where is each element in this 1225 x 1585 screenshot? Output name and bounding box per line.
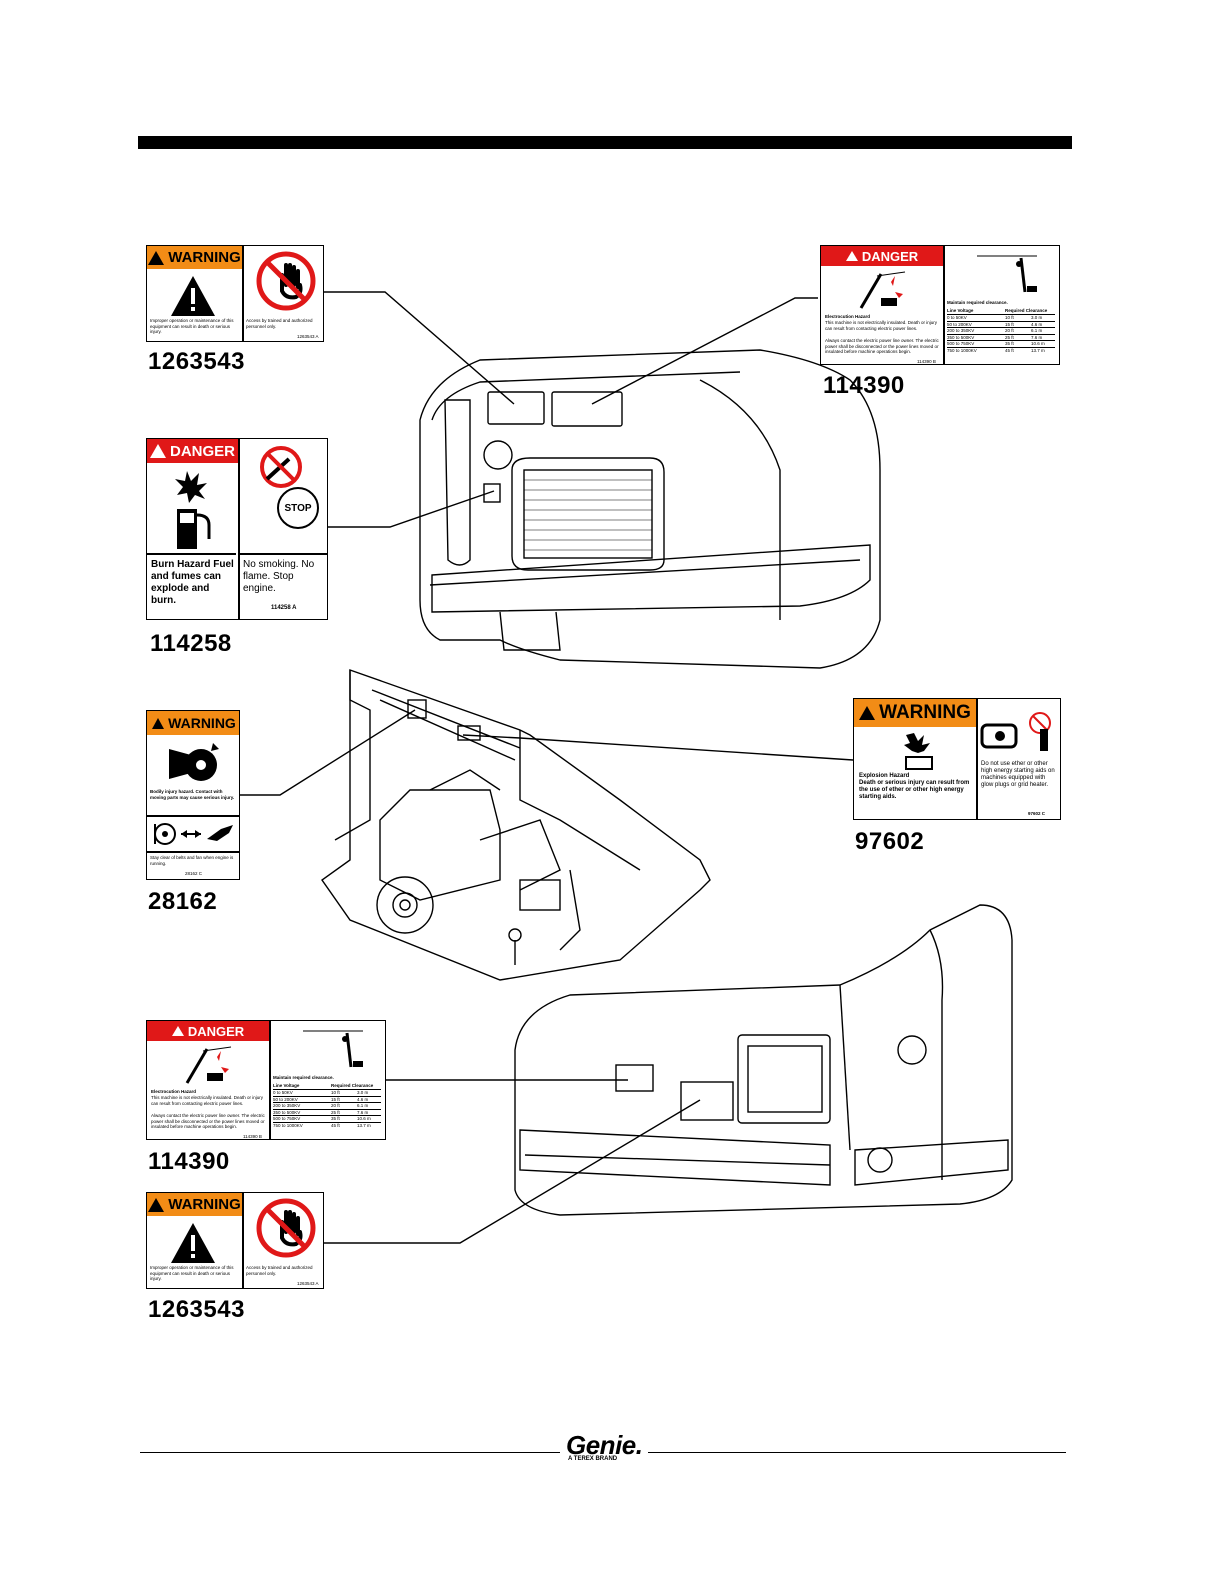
no-smoking-icon	[260, 446, 302, 488]
decal-number: 114390	[823, 372, 905, 399]
bodily-injury-text: Bodily injury hazard. Contact with movin…	[150, 789, 235, 800]
decal-28162: WARNING Bodily injury hazard. Contact wi…	[146, 710, 240, 880]
decal-number: 28162	[148, 888, 218, 915]
engine-frame-drawing	[321, 669, 711, 981]
access-text: Access by trained and authorized personn…	[246, 1265, 313, 1276]
electrocution-text2: Always contact the electric power line o…	[151, 1113, 265, 1129]
danger-header: DANGER	[147, 439, 238, 463]
stay-clear-text: Stay clear of belts and fan when engine …	[150, 855, 234, 866]
warning-triangle-icon	[171, 1223, 215, 1263]
electrocution-title: Electrocution Hazard	[151, 1089, 197, 1094]
decal-code: 1263543 A	[297, 334, 319, 339]
electrocution-title: Electrocution Hazard	[825, 314, 871, 319]
burn-hazard-text: Burn Hazard Fuel and fumes can explode a…	[151, 559, 234, 606]
no-entry-hand-icon	[256, 251, 316, 311]
stop-icon: STOP	[277, 487, 319, 529]
warning-header: WARNING	[147, 1193, 242, 1216]
col-line-voltage: Line Voltage	[947, 308, 974, 313]
decal-code: 28162 C	[185, 871, 203, 876]
warning-header: WARNING	[147, 711, 239, 735]
danger-header: DANGER	[147, 1021, 269, 1041]
genie-logo-subtitle: A TEREX BRAND	[568, 1456, 618, 1462]
decal-number: 114390	[148, 1148, 230, 1175]
engine-explosion-icon	[904, 733, 933, 770]
danger-header: DANGER	[821, 246, 943, 266]
warning-header: WARNING	[854, 699, 976, 727]
top-rule	[138, 136, 1072, 149]
decal-114390-top: DANGER Electrocution Hazard This machine…	[820, 245, 1060, 365]
decal-code: 114258 A	[271, 605, 297, 611]
col-required-clearance: Required Clearance	[331, 1083, 374, 1088]
explosion-title: Explosion Hazard	[859, 773, 910, 779]
fuel-pump-explosion-icon	[175, 471, 211, 549]
decal-114258: DANGER Burn Hazard Fuel and fumes can ex…	[146, 438, 328, 620]
power-line-clearance-icon	[977, 255, 1037, 293]
bottom-cover-drawing	[514, 904, 1013, 1216]
electrocution-icon	[859, 271, 906, 309]
col-line-voltage: Line Voltage	[273, 1083, 300, 1088]
top-cover-drawing	[419, 349, 881, 669]
access-text: Access by trained and authorized personn…	[246, 318, 313, 329]
no-smoking-text: No smoking. No flame. Stop engine.	[243, 559, 315, 594]
leader-lines	[240, 291, 854, 1244]
explosion-text: Death or serious injury can result from …	[859, 780, 970, 800]
clearance-title: Maintain required clearance.	[947, 300, 1008, 305]
electrocution-text1: This machine is not electrically insulat…	[825, 320, 938, 331]
decal-number: 114258	[150, 630, 232, 657]
decal-number: 97602	[855, 828, 925, 855]
electrocution-text1: This machine is not electrically insulat…	[151, 1095, 264, 1106]
moving-parts-icon	[169, 743, 219, 781]
no-ether-text: Do not use ether or other high energy st…	[981, 761, 1055, 788]
no-ether-engine-icon	[980, 712, 1051, 751]
clearance-title: Maintain required clearance.	[273, 1075, 334, 1080]
decal-code: 97602 C	[1028, 811, 1046, 816]
electrocution-icon	[185, 1046, 232, 1084]
decal-1263543-bottom: WARNING Improper operation or maintenanc…	[146, 1192, 324, 1289]
decal-code: 1263543 A	[297, 1281, 319, 1286]
warning-triangle-icon	[171, 276, 215, 316]
electrocution-text2: Always contact the electric power line o…	[825, 338, 939, 354]
warning-header: WARNING	[147, 246, 242, 269]
decal-code: 114390 B	[917, 359, 936, 364]
decal-code: 114390 B	[243, 1134, 262, 1139]
power-line-clearance-icon	[303, 1030, 363, 1068]
decal-114390-bottom: DANGER Electrocution Hazard This machine…	[146, 1020, 386, 1140]
footer-rule-right	[648, 1452, 1066, 1453]
warning-text: Improper operation or maintenance of thi…	[150, 318, 234, 334]
col-required-clearance: Required Clearance	[1005, 308, 1048, 313]
footer-rule-left	[140, 1452, 560, 1453]
decal-number: 1263543	[148, 1296, 245, 1323]
no-entry-hand-icon	[256, 1198, 316, 1258]
belt-fan-icon	[154, 823, 233, 845]
decal-97602: WARNING Explosion Hazard Death or seriou…	[853, 698, 1061, 820]
decal-1263543-top: WARNING Improper operation or maintenanc…	[146, 245, 324, 342]
warning-text: Improper operation or maintenance of thi…	[150, 1265, 234, 1281]
decal-number: 1263543	[148, 348, 245, 375]
genie-logo: Genie.	[566, 1430, 643, 1460]
